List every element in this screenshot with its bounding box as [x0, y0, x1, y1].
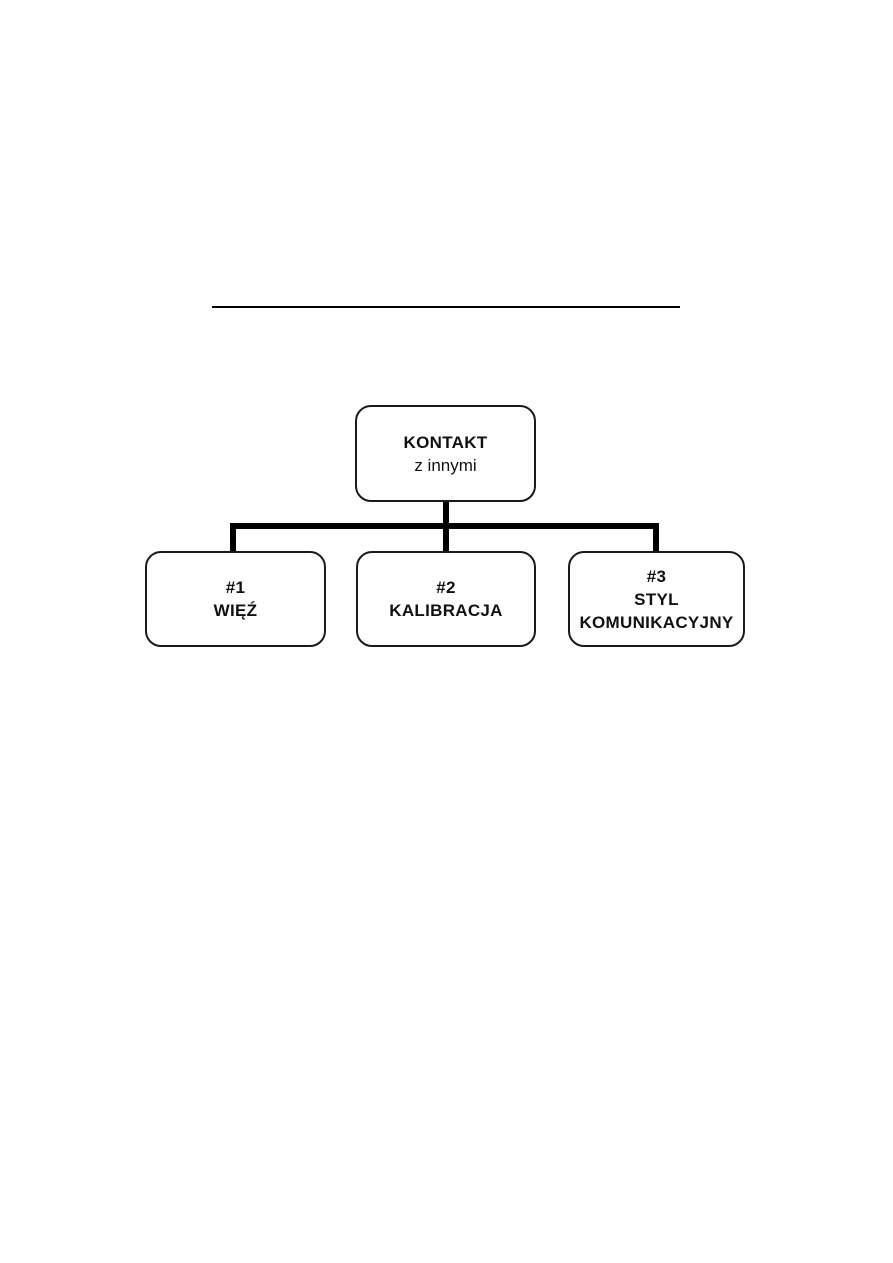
section-divider-line [212, 306, 680, 308]
node-styl-label-1: STYL [634, 589, 679, 609]
node-kontakt-subtitle: z innymi [414, 455, 477, 475]
node-wiez: #1 WIĘŹ [145, 551, 326, 647]
node-styl-label-2: KOMUNIKACYJNY [579, 612, 734, 632]
node-kontakt: KONTAKT z innymi [355, 405, 536, 502]
node-kalibracja-label: KALIBRACJA [389, 601, 503, 620]
node-kalibracja: #2 KALIBRACJA [356, 551, 536, 647]
connector-drop-right [653, 523, 659, 551]
node-styl-number: #3 [646, 566, 667, 586]
node-wiez-number: #1 [225, 578, 246, 597]
connector-bar [230, 523, 659, 529]
node-wiez-label: WIĘŹ [213, 601, 258, 620]
node-styl-komunikacyjny: #3 STYL KOMUNIKACYJNY [568, 551, 745, 647]
node-kalibracja-number: #2 [436, 578, 456, 597]
node-kontakt-title: KONTAKT [403, 432, 488, 452]
connector-drop-left [230, 523, 236, 551]
